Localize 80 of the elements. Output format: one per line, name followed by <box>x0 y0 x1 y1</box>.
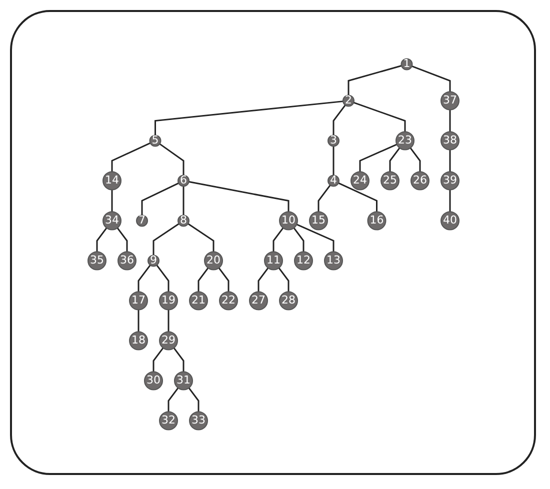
node-circle <box>294 250 312 270</box>
connector <box>272 227 284 252</box>
node-circle <box>395 130 414 150</box>
connector <box>448 189 450 212</box>
node-circle <box>188 290 208 310</box>
node-circle <box>102 170 121 190</box>
node-circle <box>350 170 369 190</box>
node-circle <box>327 134 339 146</box>
connector <box>218 267 229 292</box>
node-circle <box>158 410 178 430</box>
connector <box>296 223 334 252</box>
node-circle <box>308 210 328 230</box>
connector <box>388 147 400 172</box>
connector <box>338 182 377 212</box>
connector <box>411 65 450 92</box>
connector <box>182 186 184 215</box>
node-circle <box>144 370 162 390</box>
connector <box>448 149 450 172</box>
node-circle <box>218 290 238 310</box>
connector <box>154 100 343 135</box>
connector <box>197 267 208 292</box>
connector <box>152 347 164 372</box>
connector <box>167 387 178 412</box>
node-circle <box>128 290 148 310</box>
connector <box>292 227 304 252</box>
node-circle <box>136 214 148 226</box>
connector <box>140 182 178 215</box>
node-circle <box>410 170 429 190</box>
connector <box>96 227 107 252</box>
node-circle <box>204 250 222 270</box>
connector <box>152 222 179 255</box>
node-circle <box>400 58 412 70</box>
node-circle <box>278 210 298 230</box>
connector <box>278 267 289 292</box>
connector <box>257 267 268 292</box>
connector <box>317 184 330 212</box>
node-circle <box>87 250 106 270</box>
node-circle <box>117 250 136 270</box>
node-circle <box>278 290 298 310</box>
node-circle <box>158 290 178 310</box>
connector <box>156 264 169 292</box>
connector <box>137 264 150 292</box>
connector <box>188 387 199 412</box>
node-circle <box>440 90 459 110</box>
connector <box>172 347 184 372</box>
connector <box>137 309 139 332</box>
node-circle <box>128 330 148 350</box>
node-circle <box>380 170 399 190</box>
connector <box>347 64 402 95</box>
node-circle <box>366 210 386 230</box>
connector <box>167 309 169 332</box>
connector <box>116 227 128 252</box>
node-circle <box>440 130 459 150</box>
node-circle <box>177 174 189 186</box>
node-circle <box>248 290 268 310</box>
node-circle <box>102 210 121 230</box>
connector <box>358 143 397 172</box>
connector <box>332 146 334 175</box>
node-circle <box>342 94 354 106</box>
connector <box>409 147 420 172</box>
connector <box>158 142 184 175</box>
node-circle <box>188 410 208 430</box>
node-circle <box>440 210 459 230</box>
connector <box>448 109 450 132</box>
frame-border: 1 2 3 4 5 6 7 8 9 10 11 12 13 14 15 16 17 18 19 20 21 22 23 24 25 26 27 28 29 30 31 32 33 34 35 36 37 38 39 40 <box>10 10 536 475</box>
node-circle <box>158 330 178 350</box>
node-circle <box>327 174 339 186</box>
connector <box>352 102 406 132</box>
node-circle <box>147 254 159 266</box>
connector <box>110 189 112 212</box>
node-circle <box>148 134 161 146</box>
node-circle <box>264 250 282 270</box>
connector <box>110 142 150 172</box>
connector <box>332 104 346 135</box>
connector <box>188 180 289 212</box>
node-circle <box>177 214 189 226</box>
connector <box>187 222 214 252</box>
node-circle <box>174 370 192 390</box>
node-circle <box>440 170 459 190</box>
node-circle <box>324 250 342 270</box>
